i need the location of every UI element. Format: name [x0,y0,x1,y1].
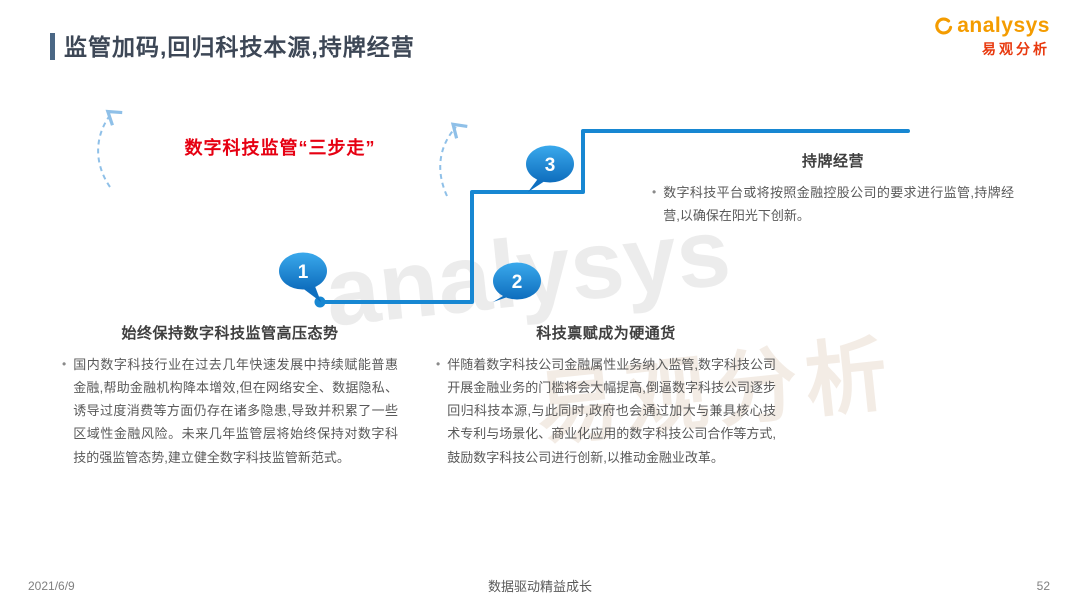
analysys-logo: analysys 易观分析 [933,14,1050,59]
bullet-icon: • [652,185,657,199]
step1-heading: 始终保持数字科技监管高压态势 [121,325,339,342]
analysys-swirl-icon [935,17,953,35]
dashed-arc-left [97,109,123,188]
step-bubble-2: 2 [493,262,541,302]
step2-body: • 伴随着数字科技公司金融属性业务纳入监管,数字科技公司开展金融业务的门槛将会大… [436,353,776,469]
footer-page-number: 52 [1036,579,1050,593]
step1-body: • 国内数字科技行业在过去几年快速发展中持续赋能普惠金融,帮助金融机构降本增效,… [62,353,398,469]
footer-date: 2021/6/9 [28,579,75,593]
step-number-2: 2 [512,272,523,293]
step3-body-text: 数字科技平台或将按照金融控股公司的要求进行监管,持牌经营,以确保在阳光下创新。 [663,185,1014,224]
step3-heading: 持牌经营 [801,153,864,170]
step2-heading: 科技禀赋成为硬通货 [536,325,676,342]
bullet-icon: • [436,357,441,371]
bubble-circle-2 [493,262,541,300]
diagram-label: 数字科技监管“三步走” [184,138,376,158]
page-title: 监管加码,回归科技本源,持牌经营 [64,34,415,60]
step-number-1: 1 [298,262,309,283]
bullet-icon: • [62,357,67,371]
logo-brand-cn: 易观分析 [982,41,1050,57]
footer-slogan: 数据驱动精益成长 [487,579,592,594]
step3-body: • 数字科技平台或将按照金融控股公司的要求进行监管,持牌经营,以确保在阳光下创新… [652,181,1014,227]
logo-brand-text: analysys [957,14,1050,37]
step3-text-block: 持牌经营 • 数字科技平台或将按照金融控股公司的要求进行监管,持牌经营,以确保在… [652,150,1014,227]
bubble-circle-3 [526,145,574,183]
title-accent-bar [50,33,55,60]
step-number-3: 3 [545,155,556,176]
logo-row: analysys [933,14,1050,38]
dashed-arc-right [439,122,468,197]
connector-start-dot [314,296,326,308]
step-bubble-3: 3 [526,145,574,192]
bubble-tail-1 [297,281,321,302]
step1-body-text: 国内数字科技行业在过去几年快速发展中持续赋能普惠金融,帮助金融机构降本增效,但在… [73,357,398,465]
step2-body-text: 伴随着数字科技公司金融属性业务纳入监管,数字科技公司开展金融业务的门槛将会大幅提… [447,357,776,465]
bubble-tail-2 [493,292,522,302]
bubble-tail-3 [528,175,554,192]
step2-text-block: 科技禀赋成为硬通货 • 伴随着数字科技公司金融属性业务纳入监管,数字科技公司开展… [436,322,776,469]
bubble-circle-1 [279,252,327,290]
step1-text-block: 始终保持数字科技监管高压态势 • 国内数字科技行业在过去几年快速发展中持续赋能普… [62,322,398,469]
step-bubble-1: 1 [279,252,327,302]
